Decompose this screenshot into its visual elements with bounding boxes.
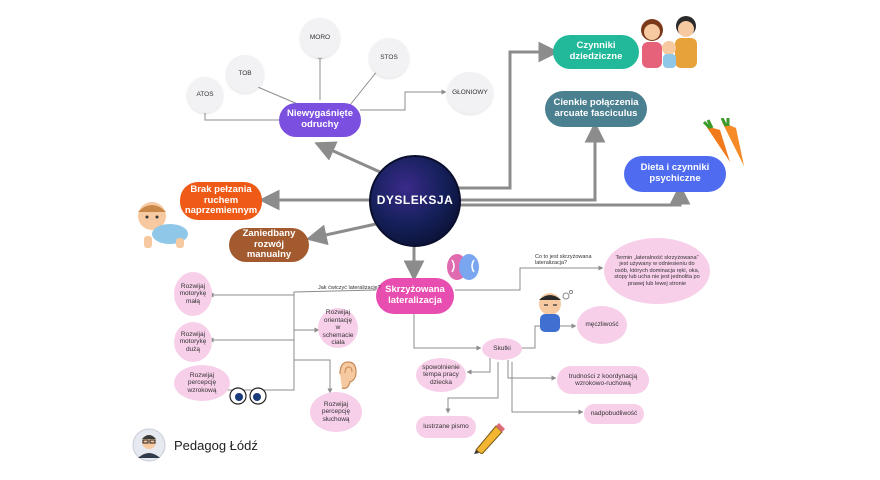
brand: Pedagog Łódź [132,428,258,462]
label-what-question: Co to jest skrzyżowana lateralizacja? [535,254,592,267]
node-exercise-visual: Rozwijaj percepcję wzrokową [174,365,230,401]
node-effect-slow-pace: spowolnienie tempa pracy dziecka [416,358,466,392]
node-exercise-fine-motor: Rozwijaj motorykę małą [174,272,212,316]
node-effect-coordination: trudności z koordynacją wzrokowo-ruchową [557,366,649,394]
pencil-icon [474,423,505,454]
node-heredity: Czynniki dziedziczne [553,35,639,69]
family-icon [641,16,697,68]
node-effect-fatigue: męczliwość [577,306,627,344]
node-arcuate: Cienkie połączenia arcuate fasciculus [545,91,647,127]
brain-icon [447,254,479,280]
baby-icon [138,202,188,248]
ear-icon [339,361,357,389]
node-reflex-tob: TOB [226,55,264,93]
node-definition: Termin „lateralność skrzyżowana” jest uż… [604,238,710,304]
brand-name: Pedagog Łódź [174,437,258,453]
central-node-circle [369,155,461,247]
label-exercise-question: Jak ćwiczyć lateralizację? [318,285,381,291]
node-crawling: Brak pełzania ruchem naprzemiennym [180,182,262,220]
node-reflexes: Niewygaśnięte odruchy [279,103,361,137]
node-reflex-stos: STOS [369,38,409,78]
eyes-icon [229,387,267,405]
node-manual: Zaniedbany rozwój manualny [229,228,309,262]
node-effect-hyperactivity: nadpobudliwość [584,404,644,424]
avatar-icon [132,428,166,462]
node-laterality: Skrzyżowana lateralizacja [376,278,454,314]
node-exercise-auditory: Rozwijaj percepcję słuchową [310,392,362,432]
node-exercise-body-schema: Rozwijaj orientację w schemacie ciała [318,308,358,348]
node-effects: Skutki [482,338,522,360]
central-node: DYSLEKSJA [376,193,454,208]
carrots-icon [702,118,744,166]
node-reflex-atos: ATOS [187,77,223,113]
node-exercise-gross-motor: Rozwijaj motorykę dużą [174,322,212,362]
node-reflex-moro: MORO [300,18,340,58]
node-diet: Dieta i czynniki psychiczne [624,156,726,192]
node-effect-mirror-writing: lustrzane pismo [416,416,476,438]
tired-child-icon [539,290,574,332]
node-reflex-glowy: GŁONIOWY [447,72,493,114]
